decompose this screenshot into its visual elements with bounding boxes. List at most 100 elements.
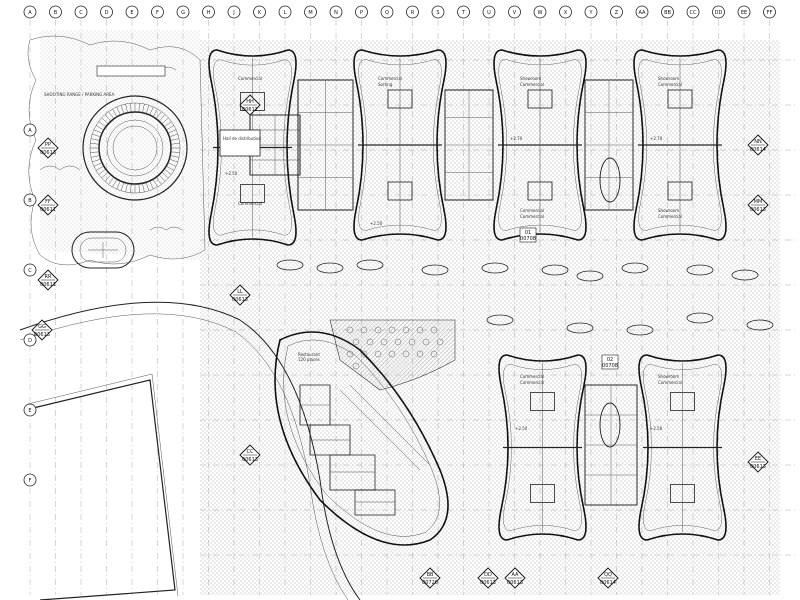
section-tag-bottom: 00613 (750, 464, 766, 470)
tower-group (208, 49, 727, 541)
section-tag-top: RR (45, 274, 52, 280)
grid-bubble-p: P (355, 5, 368, 19)
tower-room-labels: Commercial Commercial Commercial Sorting… (238, 76, 682, 385)
tower-d-sub: Commercial (520, 214, 544, 219)
grid-bubble-j: J (227, 5, 241, 19)
tower-2 (353, 49, 447, 241)
section-tag-top: HH (246, 99, 254, 105)
section-tag-bottom: 00614 (600, 580, 616, 586)
planter (686, 264, 714, 276)
grid-bubble-m: M (304, 5, 317, 19)
grid-label: D (105, 10, 109, 16)
grid-bubble-g: G (176, 5, 190, 19)
section-tag-bottom: 00613 (480, 580, 496, 586)
planter (566, 322, 594, 334)
planter (481, 262, 509, 274)
grid-label: BB (664, 10, 671, 16)
section-tag-top: FF (45, 199, 51, 205)
section-markers: PP00613FF00611GG00613RR00611CC00613LL006… (31, 94, 769, 589)
grid-label: AA (639, 10, 647, 16)
svg-text:D: D (28, 338, 32, 344)
grid-label: EE (741, 10, 747, 16)
tower-a-label: Commercial (238, 76, 262, 81)
planter (316, 262, 344, 274)
level-marks: +2.50+2.50+2.70+2.70+2.50+2.50 (225, 136, 663, 431)
section-tag-bottom: 00612 (242, 107, 258, 113)
grid-bubble-s: S (431, 5, 445, 19)
section-tag-s9: NN 00614 (747, 134, 769, 156)
section-tag-bottom: 00614 (750, 147, 766, 153)
grid-bubble-u: U (482, 5, 496, 19)
grid-label: X (564, 10, 568, 16)
grid-label: P (360, 10, 363, 16)
grid-bubble-f: F (151, 5, 164, 19)
grid-label: Q (385, 10, 389, 16)
tower-h-label: Showroom (658, 374, 679, 379)
site-boundary-curve (19, 301, 361, 600)
planter (746, 319, 774, 331)
core-4 (584, 384, 638, 506)
grid-bubble-b: B (49, 5, 62, 19)
restaurant-capacity: 120 places (298, 357, 320, 362)
level-mark: +2.70 (650, 136, 663, 141)
grid-label: S (436, 10, 439, 16)
parking-label: SHOOTING RANGE / PARKING AREA (44, 65, 166, 97)
tower-b-label: Commercial (378, 76, 402, 81)
core-2 (444, 89, 494, 201)
planter (541, 264, 569, 276)
core-room-label: Hall de distribution (223, 136, 261, 141)
grid-bubble-h: H (202, 5, 215, 19)
grid-label: E (130, 10, 133, 16)
grid-bubble-bb: BB (661, 5, 674, 19)
tower-3 (493, 49, 587, 241)
grid-bubble-d: D (100, 5, 113, 19)
section-tag-s8: EE 00613 (747, 451, 769, 473)
grid-label: G (181, 10, 185, 16)
grid-bubble-ff: FF (763, 5, 776, 19)
grid-label: N (334, 10, 338, 16)
tower-h-sub: Commercial (658, 380, 682, 385)
tower-4 (633, 49, 727, 241)
section-tag-top: QQ (604, 572, 612, 578)
tower-b-sub: Sorting (378, 82, 393, 87)
section-tag-top: AA (512, 572, 520, 578)
planter (686, 312, 714, 324)
grid-label: B (54, 10, 58, 16)
grid-bubble-r: R (406, 5, 419, 19)
svg-text:F: F (29, 478, 32, 484)
grid-bubble-w: W (533, 5, 547, 19)
grid-label: CC (690, 10, 697, 16)
section-tag-top: NN (754, 139, 762, 145)
tower-c-label: Showroom (520, 76, 541, 81)
section-tag-s7: HH 00612 (239, 94, 261, 116)
left-grid-bubble-d: D (23, 333, 37, 347)
adjacent-building-block (24, 373, 179, 600)
grid-bubble-y: Y (584, 5, 598, 19)
restaurant-name: Restaurant (298, 352, 320, 357)
grid-label: K (258, 10, 262, 16)
grid-label: V (513, 10, 517, 16)
section-tag-top: EE (755, 456, 761, 462)
grid-label: U (487, 10, 491, 16)
svg-text:B: B (28, 198, 32, 204)
grid-bubble-t: T (457, 5, 470, 19)
tower-a-label-2: Commercial (238, 201, 262, 206)
grid-bubble-e: E (125, 5, 139, 19)
svg-text:E: E (28, 408, 31, 414)
elev-1-bottom: 00708 (520, 236, 536, 242)
tower-g-label: Commercial (520, 374, 544, 379)
grid-bubble-z: Z (610, 5, 623, 19)
grid-bubble-q: Q (380, 5, 394, 19)
section-tag-bottom: 00611 (40, 207, 56, 213)
grid-bubble-c: C (74, 5, 88, 19)
level-mark: +2.70 (510, 136, 523, 141)
